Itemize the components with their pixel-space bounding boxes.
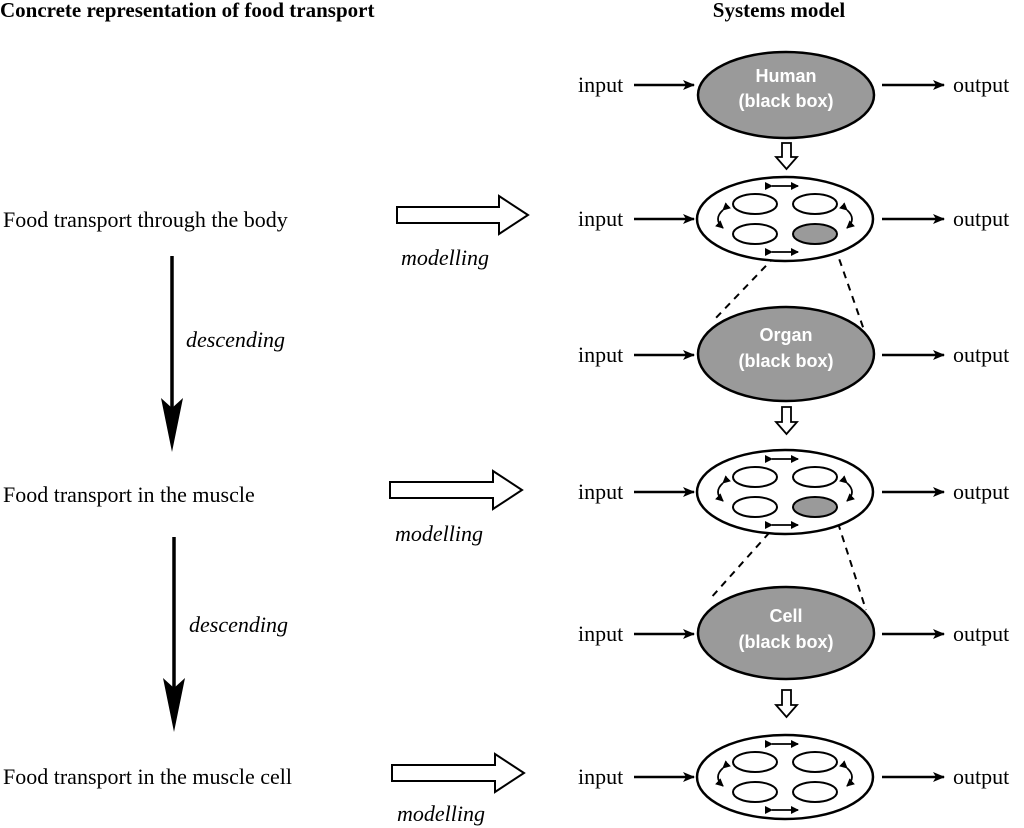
subsystem-body-bl: [732, 223, 778, 245]
output-label-human: output: [953, 72, 1009, 97]
interaction-arrow-cell-left: [715, 760, 731, 787]
input-label-human: input: [578, 72, 623, 97]
modelling-label-3: modelling: [397, 801, 485, 826]
subsystem-muscle-tl: [732, 466, 778, 488]
interaction-arrow-muscle-right: [839, 475, 855, 502]
subsystem-muscle-tr: [792, 466, 838, 488]
output-label-muscle-system: output: [953, 479, 1009, 504]
modelling-arrow-2: [389, 469, 524, 511]
black-box-cell-name: Cell: [769, 606, 802, 626]
input-label-organ: input: [578, 342, 623, 367]
white-box-muscle: [695, 448, 875, 536]
white-box-cell: [695, 733, 875, 821]
concrete-level-muscle: Food transport in the muscle: [3, 482, 255, 507]
input-label-cell-system: input: [578, 764, 623, 789]
subsystem-cell-tl: [732, 751, 778, 773]
black-box-organ: Organ (black box): [696, 305, 876, 403]
subsystem-cell-tr: [792, 751, 838, 773]
descending-arrow-1: [161, 256, 183, 452]
refine-arrow-2: [774, 406, 799, 436]
right-column-header: Systems model: [713, 0, 846, 22]
descending-label-1: descending: [186, 327, 285, 352]
black-box-cell-sub: (black box): [738, 632, 833, 652]
refine-arrow-1: [774, 142, 799, 171]
black-box-cell: Cell (black box): [696, 585, 876, 681]
white-box-systems: [695, 175, 875, 821]
descending-arrow-2: [163, 537, 185, 732]
modelling-label-1: modelling: [401, 245, 489, 270]
subsystem-body-tr: [792, 193, 838, 215]
black-box-human-sub: (black box): [738, 91, 833, 111]
interaction-arrow-body-left: [715, 202, 731, 229]
subsystem-cell-bl: [732, 781, 778, 803]
black-box-organ-name: Organ: [759, 325, 812, 345]
white-box-body: [695, 175, 875, 263]
output-label-body-system: output: [953, 206, 1009, 231]
io-rows: input output input output input output input ou…: [578, 72, 1009, 789]
concrete-level-body: Food transport through the body: [3, 207, 288, 232]
zoom-lines-cell: [708, 522, 867, 611]
input-label-body-system: input: [578, 206, 623, 231]
modelling-arrow-3: [391, 752, 526, 794]
output-label-cell-system: output: [953, 764, 1009, 789]
subsystem-body-br: [792, 223, 838, 245]
modelling-label-2: modelling: [395, 521, 483, 546]
subsystem-muscle-br: [792, 496, 838, 518]
output-label-cell: output: [953, 621, 1009, 646]
interaction-arrow-muscle-left: [715, 475, 731, 502]
interaction-arrow-body-right: [839, 202, 855, 229]
modelling-arrow-1: [396, 194, 530, 236]
black-box-human-name: Human: [755, 66, 816, 86]
black-box-organ-sub: (black box): [738, 351, 833, 371]
interaction-arrow-cell-right: [839, 760, 855, 787]
left-column-header: Concrete representation of food transpor…: [0, 0, 374, 22]
output-label-organ: output: [953, 342, 1009, 367]
subsystem-body-tl: [732, 193, 778, 215]
input-label-cell: input: [578, 621, 623, 646]
subsystem-cell-br: [792, 781, 838, 803]
descending-label-2: descending: [189, 612, 288, 637]
refine-arrow-3: [774, 689, 799, 719]
concrete-level-muscle-cell: Food transport in the muscle cell: [3, 764, 292, 789]
black-box-human: Human (black box): [696, 50, 876, 140]
input-label-muscle-system: input: [578, 479, 623, 504]
subsystem-muscle-bl: [732, 496, 778, 518]
